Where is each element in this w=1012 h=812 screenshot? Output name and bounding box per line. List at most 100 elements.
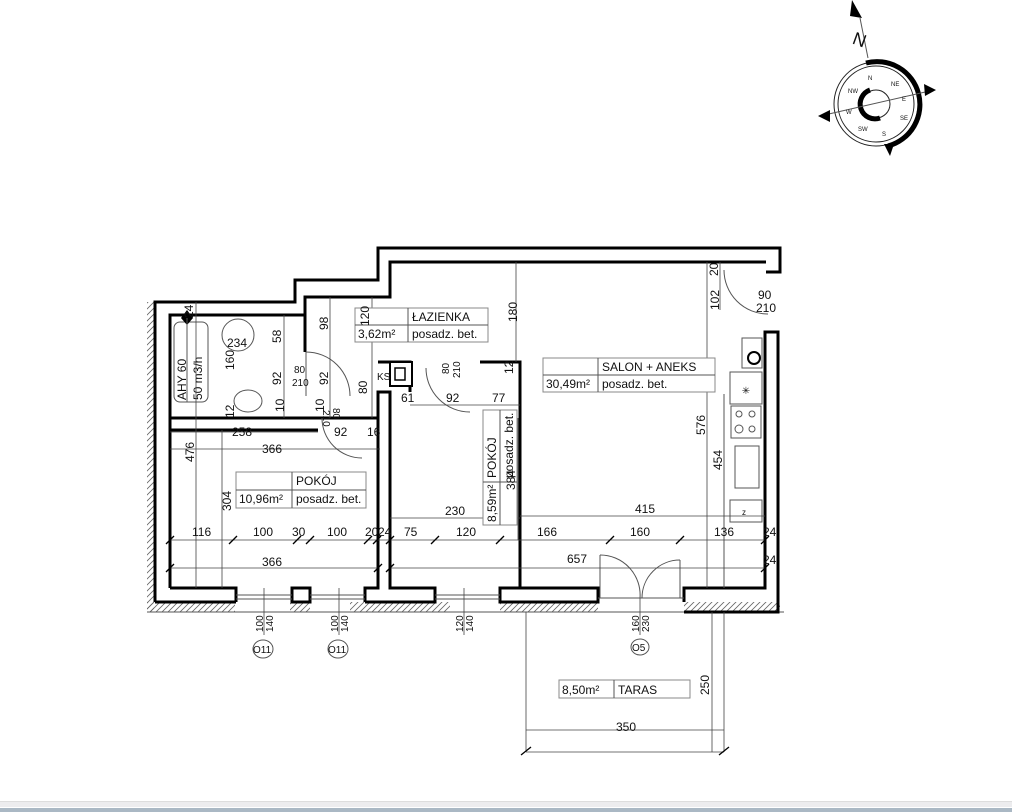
- svg-text:415: 415: [635, 502, 655, 516]
- taskbar-edge: [0, 808, 1012, 812]
- svg-text:100: 100: [255, 615, 266, 632]
- svg-text:E: E: [902, 97, 906, 103]
- svg-text:210: 210: [320, 410, 331, 427]
- room-name: ŁAZIENKA: [412, 310, 470, 324]
- svg-text:92: 92: [317, 371, 331, 385]
- svg-text:75: 75: [404, 525, 418, 539]
- bathtub-icon: [173, 321, 209, 403]
- svg-text:SW: SW: [858, 127, 868, 133]
- svg-text:140: 140: [465, 615, 476, 632]
- svg-text:384: 384: [504, 470, 518, 490]
- svg-text:80: 80: [356, 380, 370, 394]
- room-floor: posadz. bet.: [296, 492, 361, 506]
- svg-text:S: S: [882, 132, 886, 138]
- svg-text:230: 230: [445, 504, 465, 518]
- svg-text:210: 210: [756, 301, 776, 315]
- fridge-icon: [729, 499, 763, 523]
- svg-text:92: 92: [446, 391, 460, 405]
- boiler-icon: [181, 310, 193, 325]
- room-label-living: SALON + ANEKS 30,49m² posadz. bet.: [542, 357, 716, 393]
- fridge-label: z: [742, 508, 746, 517]
- room-name: TARAS: [618, 683, 657, 697]
- room-name: SALON + ANEKS: [602, 360, 696, 374]
- svg-text:58: 58: [270, 329, 284, 343]
- svg-text:140: 140: [340, 615, 351, 632]
- svg-text:120: 120: [456, 525, 476, 539]
- ks-label: KS: [377, 372, 391, 383]
- insulation-left: [147, 302, 154, 612]
- north-label: N: [850, 28, 869, 51]
- window-marker: O11: [253, 645, 272, 656]
- svg-text:366: 366: [262, 555, 282, 569]
- svg-text:10: 10: [313, 398, 327, 412]
- svg-text:N: N: [868, 76, 872, 82]
- room-area: 3,62m²: [358, 327, 395, 341]
- svg-text:24: 24: [763, 525, 777, 539]
- boiler-capacity: 50 m3/h: [191, 357, 205, 400]
- svg-text:476: 476: [183, 442, 197, 462]
- svg-text:16: 16: [367, 425, 381, 439]
- dimension-lines: [170, 262, 765, 635]
- svg-text:304: 304: [220, 491, 234, 511]
- room-area: 8,50m²: [562, 683, 599, 697]
- svg-text:77: 77: [492, 391, 506, 405]
- svg-text:116: 116: [192, 525, 211, 539]
- room-area: 30,49m²: [546, 377, 590, 391]
- svg-text:140: 140: [265, 615, 276, 632]
- terrace-outline: [525, 612, 725, 753]
- svg-text:24: 24: [763, 553, 777, 567]
- cooktop-icon: [730, 405, 762, 439]
- kitchen-sink-icon: [734, 445, 760, 489]
- room-area: 8,59m²: [485, 485, 499, 522]
- svg-text:350: 350: [616, 720, 636, 734]
- svg-text:454: 454: [711, 450, 725, 470]
- opening-markers: O11 O11 O5: [252, 638, 650, 659]
- insulation-bottom: [350, 602, 450, 612]
- compass-directions: N NE E SE S SW W NW: [846, 76, 908, 138]
- room-label-large-room: POKÓJ 10,96m² posadz. bet.: [235, 471, 367, 509]
- kitchen-fixtures: ✳ z: [723, 337, 763, 588]
- svg-text:92: 92: [270, 371, 284, 385]
- svg-text:657: 657: [567, 552, 587, 566]
- svg-text:234: 234: [227, 336, 247, 350]
- north-arrow-icon: [850, 0, 862, 18]
- room-label-small-room: POKÓJ posadz. bet. 8,59m²: [482, 409, 518, 526]
- svg-text:100: 100: [327, 525, 347, 539]
- svg-text:20: 20: [365, 525, 379, 539]
- svg-text:10: 10: [273, 398, 287, 412]
- svg-text:366: 366: [262, 442, 282, 456]
- svg-text:160: 160: [223, 350, 237, 370]
- window-marker: O11: [328, 645, 347, 656]
- svg-text:80: 80: [294, 365, 306, 376]
- insulation-bottom: [147, 602, 235, 612]
- svg-text:12: 12: [223, 404, 237, 418]
- svg-text:61: 61: [401, 391, 415, 405]
- dimension-ticks: [165, 535, 770, 756]
- svg-text:210: 210: [292, 378, 309, 389]
- svg-text:100: 100: [330, 615, 341, 632]
- svg-text:120: 120: [455, 615, 466, 632]
- windows: [236, 594, 684, 600]
- room-label-bathroom: ŁAZIENKA 3,62m² posadz. bet.: [354, 307, 489, 343]
- window-bottom-edge: [0, 801, 1012, 807]
- svg-text:98: 98: [317, 316, 331, 330]
- svg-text:80: 80: [330, 408, 341, 420]
- bathroom-fixtures: AHY 60 50 m3/h: [173, 310, 263, 413]
- svg-text:90: 90: [758, 288, 772, 302]
- svg-text:SE: SE: [900, 116, 908, 122]
- svg-text:80: 80: [441, 362, 452, 374]
- svg-text:100: 100: [253, 525, 273, 539]
- insulation-bottom: [684, 602, 780, 612]
- room-floor: posadz. bet.: [602, 377, 667, 391]
- svg-text:576: 576: [694, 415, 708, 435]
- room-name: POKÓJ: [296, 473, 337, 488]
- svg-text:166: 166: [537, 525, 557, 539]
- svg-text:210: 210: [452, 361, 463, 378]
- svg-text:12: 12: [502, 360, 516, 374]
- compass-rose: N N NE E SE S SW W NW: [818, 0, 936, 156]
- svg-text:92: 92: [334, 425, 348, 439]
- door-marker: O5: [632, 643, 646, 654]
- svg-text:180: 180: [506, 302, 520, 322]
- toilet-icon: [221, 318, 255, 352]
